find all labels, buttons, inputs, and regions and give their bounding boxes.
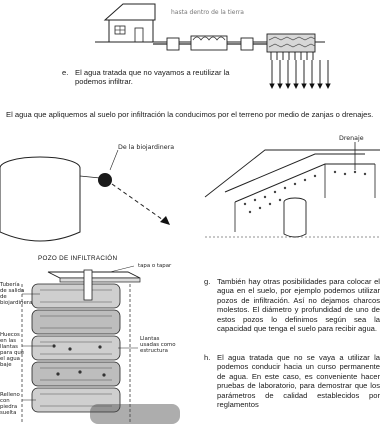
biojardinera-label: De la biojardinera [118, 144, 175, 151]
item-h-marker: h. [204, 353, 211, 362]
pozo-label-fill: Relleno con piedra suelta [0, 392, 20, 416]
item-g-text: También hay otras posibilidades para col… [217, 277, 380, 334]
pozo-label-tires: Llantas usadas como estructura [140, 336, 176, 354]
pozo-title: POZO DE INFILTRACIÓN [38, 255, 118, 262]
intro-paragraph: El agua que apliquemos al suelo por infi… [6, 110, 374, 119]
item-g-marker: g. [204, 277, 211, 286]
pozo-label-top: tapa o tapar [138, 263, 172, 269]
item-h: h. El agua tratada que no se vaya a util… [204, 353, 380, 409]
item-g: g. También hay otras posibilidades para … [204, 277, 380, 333]
biojardinera-drawing [0, 149, 170, 242]
drenaje-drawing [204, 142, 380, 238]
item-e: e. El agua tratada que no vayamos a reut… [62, 68, 242, 87]
pozo-drawing [21, 265, 180, 424]
pozo-label-pipe: Tubería de salida de biojardinera [0, 282, 33, 306]
item-e-text: El agua tratada que no vayamos a reutili… [75, 68, 230, 87]
item-h-text: El agua tratada que no se vaya a utiliza… [217, 353, 380, 410]
infiltration-drawing [95, 3, 325, 60]
pozo-label-holes: Huecos en las llantas para que el agua b… [0, 332, 25, 368]
drenaje-label: Drenaje [339, 135, 364, 142]
item-e-marker: e. [62, 68, 69, 77]
top-infiltration-figure: hasta dentro de la tierra [95, 0, 325, 62]
infiltration-arrows [269, 60, 331, 90]
pozo-figure: POZO DE INFILTRACIÓN [0, 250, 190, 424]
top-figure-label: hasta dentro de la tierra [171, 9, 244, 16]
